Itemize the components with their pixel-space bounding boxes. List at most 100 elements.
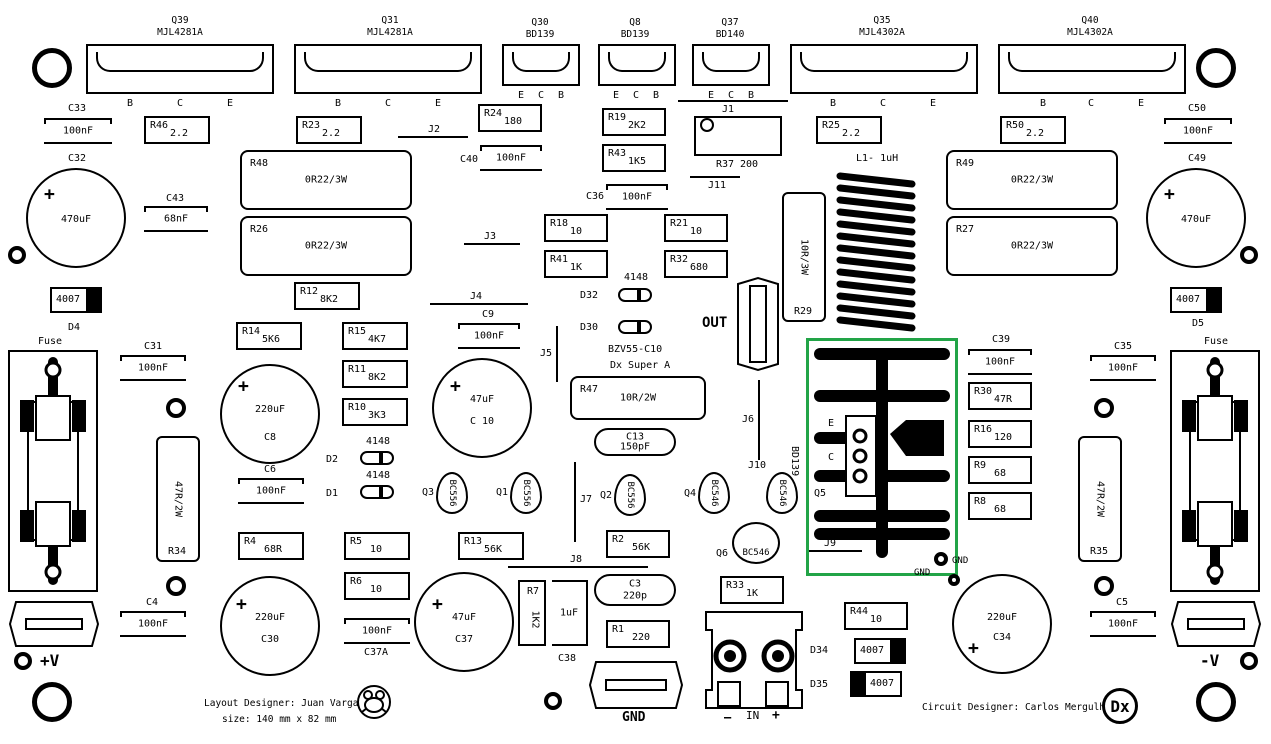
in-label: IN <box>746 709 760 722</box>
pin-label: B <box>127 98 134 109</box>
q2: BC556 <box>614 474 646 516</box>
j5-label: J5 <box>540 348 553 359</box>
j3-label: J3 <box>484 231 497 242</box>
d35: 4007 <box>850 671 902 697</box>
pin-label: C <box>633 90 640 101</box>
q37-body <box>692 44 770 86</box>
q8-ref: Q8 <box>629 17 641 28</box>
c38-ref: C38 <box>558 653 577 664</box>
d32-val: 4148 <box>624 272 649 283</box>
pin-label: C <box>728 90 735 101</box>
pin-label: E <box>930 98 937 109</box>
d32 <box>618 288 652 302</box>
pad <box>166 576 186 596</box>
c31-ref: C31 <box>144 341 163 352</box>
dx-super-label: Dx Super A <box>610 360 671 371</box>
q40-body <box>998 44 1186 94</box>
q40-part: MJL4302A <box>1067 27 1113 38</box>
q3: BC556 <box>436 472 468 514</box>
q30-ref: Q30 <box>531 17 549 28</box>
gnd-pad <box>948 574 960 586</box>
fuse-left-label: Fuse <box>38 336 63 347</box>
c49-ref: C49 <box>1188 153 1207 164</box>
pad <box>1094 576 1114 596</box>
d5: 4007 <box>1170 287 1222 313</box>
q8-body <box>598 44 676 86</box>
plus-mark: + <box>450 376 461 397</box>
d32-ref: D32 <box>580 290 599 301</box>
pin-label: E <box>708 90 715 101</box>
q35-body <box>790 44 978 94</box>
q37-ref: Q37 <box>721 17 739 28</box>
in-minus-label: – <box>724 710 732 724</box>
pad <box>14 652 32 670</box>
pot-ref: R37 <box>716 159 735 170</box>
q1: BC556 <box>510 472 542 514</box>
fuse-left <box>8 350 98 592</box>
pad <box>1240 246 1258 264</box>
d5-ref: D5 <box>1192 318 1205 329</box>
pin-label: C <box>880 98 887 109</box>
pin-label: E <box>518 90 525 101</box>
gnd-label: GND <box>622 710 646 725</box>
d4-ref: D4 <box>68 322 81 333</box>
c4: 100nF <box>120 611 186 637</box>
d34-ref: D34 <box>810 645 829 656</box>
d30-val: BZV55-C10 <box>608 344 663 355</box>
power-terminal-plus <box>8 601 100 647</box>
q1-ref: Q1 <box>496 487 509 498</box>
pin-label: B <box>748 90 755 101</box>
plus-mark: + <box>44 184 55 205</box>
mounting-hole <box>1196 48 1236 88</box>
d2-ref: D2 <box>326 454 339 465</box>
c6-ref: C6 <box>264 464 277 475</box>
c49: 470uF <box>1146 168 1246 268</box>
mounting-hole <box>32 682 72 722</box>
j6-label: J6 <box>742 414 755 425</box>
pin-label: E <box>1138 98 1145 109</box>
fuse-right-label: Fuse <box>1204 336 1229 347</box>
q39-body <box>86 44 274 94</box>
j6-line <box>758 380 760 460</box>
heatsink <box>814 348 950 558</box>
c37a: 100nF <box>344 618 410 644</box>
j7-line <box>574 462 576 542</box>
pin-label: E <box>435 98 442 109</box>
pin-label: C <box>1088 98 1095 109</box>
q39-part: MJL4281A <box>157 27 203 38</box>
q6: BC546 <box>732 522 780 564</box>
minus-v-label: -V <box>1200 651 1220 670</box>
pin-label: E <box>227 98 234 109</box>
out-label: OUT <box>702 315 728 331</box>
highlight-box <box>806 338 958 576</box>
pot-adjust-icon <box>700 118 714 132</box>
pin-label: B <box>1040 98 1047 109</box>
d2-val: 4148 <box>366 436 391 447</box>
q40-ref: Q40 <box>1081 15 1099 26</box>
d1 <box>360 485 394 499</box>
c5-ref: C5 <box>1116 597 1129 608</box>
